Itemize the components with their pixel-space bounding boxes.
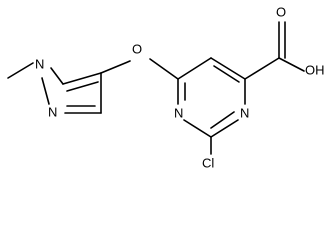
chemical-structure-diagram: N N O N N Cl O OH xyxy=(7,4,325,170)
pyrimidine-c2-n1-bond xyxy=(183,119,212,138)
pyrimidine-n3-c2-bond xyxy=(210,119,239,138)
pyrimidine-nitrogen-left-label: N xyxy=(174,105,183,120)
carboxyl-carbon-bond xyxy=(244,57,280,80)
methyl-nitrogen-label: N xyxy=(35,56,44,71)
pyrazole-c5-c4-double-bond xyxy=(66,81,99,92)
aryl-ether-bond xyxy=(100,60,131,74)
carbonyl-oxygen-label: O xyxy=(276,4,286,19)
methyl-bond xyxy=(7,62,34,79)
pyrazole-nitrogen-label: N xyxy=(48,104,57,119)
hydroxyl-bond xyxy=(278,57,305,72)
pyrimidine-n3-c2-double-bond xyxy=(210,111,235,129)
pyrazole-n2-n1-bond xyxy=(41,77,50,105)
pyrimidine-c5-c4-bond xyxy=(210,57,246,80)
ether-oxygen-label: O xyxy=(132,41,142,56)
pyrazole-c5-c4-bond xyxy=(62,72,102,85)
hydroxyl-label: OH xyxy=(305,62,325,77)
pyrimidine-nitrogen-right-label: N xyxy=(240,105,249,120)
pyrazole-n1-c5-bond xyxy=(50,67,64,85)
pyrimidine-c6-c5-bond xyxy=(177,57,212,80)
ether-pyrimidine-bond xyxy=(149,58,179,80)
molecule-drawing: N N O N N Cl O OH xyxy=(7,4,325,170)
pyrimidine-c5-c4-double-bond xyxy=(213,65,240,83)
chlorine-label: Cl xyxy=(202,155,214,170)
